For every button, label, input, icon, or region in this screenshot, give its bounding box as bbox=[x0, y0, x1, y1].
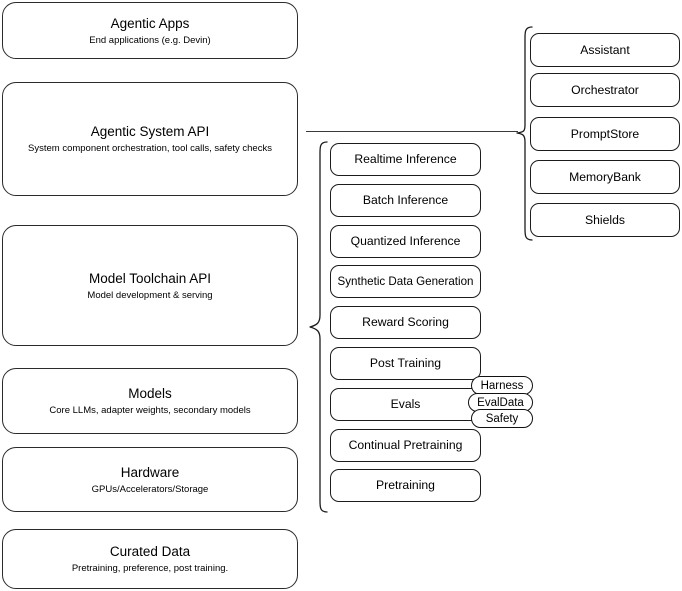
toolchain-item-continual-pretraining[interactable]: Continual Pretraining bbox=[330, 429, 481, 462]
toolchain-item-batch-inference[interactable]: Batch Inference bbox=[330, 184, 481, 217]
system-item-label: Orchestrator bbox=[571, 82, 639, 97]
toolchain-item-label: Evals bbox=[390, 397, 421, 411]
toolchain-item-evals[interactable]: Evals bbox=[330, 388, 481, 421]
layer-box-models[interactable]: Models Core LLMs, adapter weights, secon… bbox=[2, 368, 298, 434]
evals-badge-evaldata[interactable]: EvalData bbox=[468, 393, 533, 412]
layer-title: Model Toolchain API bbox=[88, 270, 212, 286]
system-item-label: MemoryBank bbox=[569, 169, 641, 184]
toolchain-item-reward-scoring[interactable]: Reward Scoring bbox=[330, 306, 481, 339]
toolchain-item-quantized-inference[interactable]: Quantized Inference bbox=[330, 225, 481, 258]
system-item-memorybank[interactable]: MemoryBank bbox=[530, 160, 680, 194]
system-item-label: Shields bbox=[585, 212, 625, 227]
layer-box-curated-data[interactable]: Curated Data Pretraining, preference, po… bbox=[2, 529, 298, 589]
system-item-assistant[interactable]: Assistant bbox=[530, 33, 680, 67]
layer-title: Agentic System API bbox=[90, 124, 210, 139]
system-components-bracket bbox=[516, 26, 533, 241]
toolchain-item-label: Quantized Inference bbox=[350, 234, 461, 248]
system-item-orchestrator[interactable]: Orchestrator bbox=[530, 73, 680, 107]
layer-title: Agentic Apps bbox=[110, 15, 190, 31]
layer-title: Hardware bbox=[120, 464, 180, 480]
layer-subtitle: System component orchestration, tool cal… bbox=[28, 143, 272, 154]
toolchain-item-post-training[interactable]: Post Training bbox=[330, 347, 481, 380]
toolchain-item-label: Batch Inference bbox=[362, 193, 449, 207]
evals-badge-label: Safety bbox=[485, 412, 519, 425]
layer-subtitle: Model development & serving bbox=[87, 289, 213, 301]
layer-subtitle: End applications (e.g. Devin) bbox=[89, 34, 211, 46]
evals-badge-safety[interactable]: Safety bbox=[471, 409, 533, 428]
layer-box-agentic-apps[interactable]: Agentic Apps End applications (e.g. Devi… bbox=[2, 2, 298, 59]
layer-subtitle: GPUs/Accelerators/Storage bbox=[91, 483, 209, 495]
layer-subtitle: Pretraining, preference, post training. bbox=[71, 563, 229, 574]
toolchain-item-label: Realtime Inference bbox=[354, 152, 457, 166]
toolchain-item-synthetic-data-generation[interactable]: Synthetic Data Generation bbox=[330, 265, 481, 298]
toolchain-item-label: Synthetic Data Generation bbox=[337, 275, 474, 288]
system-item-label: PromptStore bbox=[570, 126, 640, 141]
toolchain-item-label: Continual Pretraining bbox=[348, 438, 463, 452]
layer-box-agentic-system-api[interactable]: Agentic System API System component orch… bbox=[2, 82, 298, 196]
connector-system-api-to-components bbox=[306, 131, 518, 133]
toolchain-item-label: Reward Scoring bbox=[362, 315, 449, 329]
layer-title: Models bbox=[128, 386, 172, 401]
toolchain-item-label: Pretraining bbox=[376, 478, 435, 492]
system-item-label: Assistant bbox=[580, 42, 630, 57]
system-item-promptstore[interactable]: PromptStore bbox=[530, 117, 680, 151]
layer-title: Curated Data bbox=[109, 544, 191, 559]
toolchain-item-realtime-inference[interactable]: Realtime Inference bbox=[330, 143, 481, 176]
evals-badge-label: Harness bbox=[480, 379, 524, 392]
toolchain-item-label: Post Training bbox=[369, 356, 442, 370]
layer-box-hardware[interactable]: Hardware GPUs/Accelerators/Storage bbox=[2, 447, 298, 512]
layer-subtitle: Core LLMs, adapter weights, secondary mo… bbox=[49, 405, 251, 416]
system-item-shields[interactable]: Shields bbox=[530, 203, 680, 237]
layer-box-model-toolchain-api[interactable]: Model Toolchain API Model development & … bbox=[2, 225, 298, 346]
toolchain-bracket bbox=[309, 141, 328, 513]
evals-badge-label: EvalData bbox=[477, 396, 524, 409]
toolchain-item-pretraining[interactable]: Pretraining bbox=[330, 469, 481, 502]
